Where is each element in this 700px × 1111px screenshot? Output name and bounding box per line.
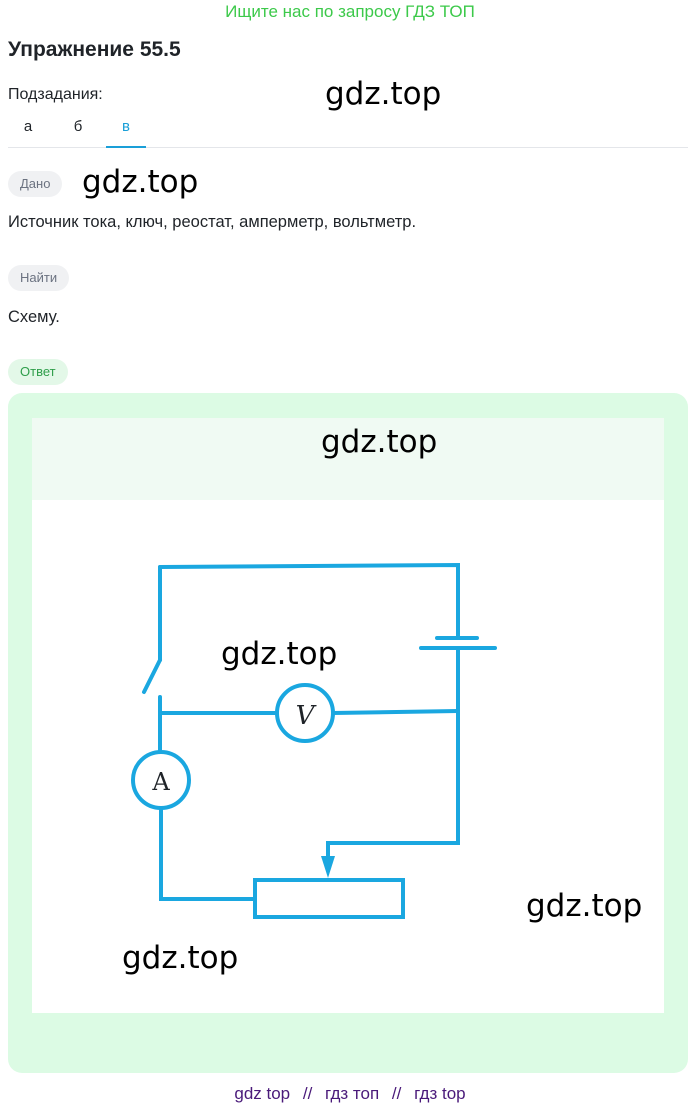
watermark: gdz.top [82,164,199,200]
given-text: Источник тока, ключ, реостат, амперметр,… [8,213,417,231]
top-wire [158,562,460,638]
footer-links: gdz top // гдз топ // гдз top [0,1084,700,1104]
watermark: gdz.top [526,888,643,924]
right-wire [326,646,460,862]
watermark: gdz.top [221,636,338,672]
voltmeter-symbol [275,683,335,743]
find-text: Схему. [8,308,60,326]
bottom-wire [159,806,257,901]
answer-badge: Ответ [8,359,68,385]
voltmeter-right-wire [331,709,460,715]
figure-header [32,418,664,500]
watermark: gdz.top [325,76,442,112]
voltmeter-label: V [296,701,317,731]
subtask-tabs: а б в [8,113,688,148]
footer-link[interactable]: гдз top [414,1084,466,1103]
subtasks-label: Подзадания: [8,86,103,103]
answer-figure [32,418,664,1013]
find-badge: Найти [8,265,70,291]
footer-link[interactable]: gdz top [234,1084,291,1103]
footer-link[interactable]: гдз топ [325,1084,380,1103]
rheostat-slider-arrow [321,856,335,878]
rheostat-symbol [253,878,405,919]
tab-b[interactable]: б [73,118,83,135]
given-badge: Дано [8,171,63,197]
ammeter-label: A [151,768,170,796]
footer-separator: // [302,1084,313,1103]
search-banner: Ищите нас по запросу ГДЗ ТОП [225,2,475,21]
footer-separator: // [391,1084,402,1103]
watermark: gdz.top [321,424,438,460]
watermark: gdz.top [122,940,239,976]
tab-a[interactable]: а [23,118,33,135]
switch-blade [142,658,162,694]
tab-v[interactable]: в [106,113,146,148]
page-title: Упражнение 55.5 [8,38,181,61]
